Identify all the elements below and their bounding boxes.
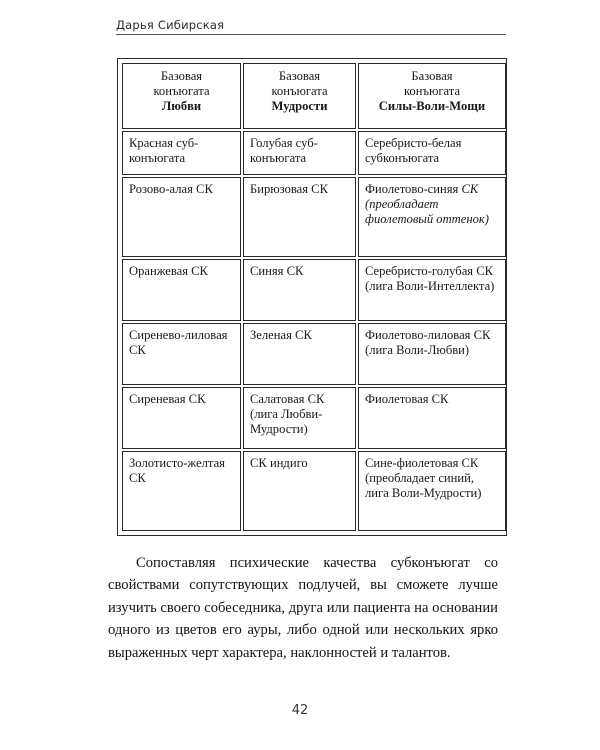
table-cell: Золотисто-желтая СК (122, 451, 241, 531)
table-cell: Сиреневая СК (122, 387, 241, 449)
table-row: Розово-алая СК Бирюзовая СК Фиолетово-си… (122, 177, 506, 257)
cell-text: Бирюзовая СК (250, 182, 328, 196)
cell-text: Серебристо-белая субконъюгата (365, 136, 462, 166)
header-line-1: Базовая (160, 69, 203, 83)
cell-text: Фиолетово-синяя (365, 182, 462, 196)
table-cell: Голубая суб-конъюгата (243, 131, 356, 175)
cell-text-italic: СК (преобладает фиолетовый оттенок) (365, 182, 489, 227)
table-cell: Серебристо-белая субконъюгата (358, 131, 506, 175)
header-line-2: конъюгата (271, 84, 328, 99)
table-cell: СК индиго (243, 451, 356, 531)
table-header-cell-wisdom: Базовая конъюгата Мудрости (243, 63, 356, 129)
table-row: Золотисто-желтая СК СК индиго Сине-фиоле… (122, 451, 506, 531)
header-line-1: Базовая (278, 69, 321, 83)
cell-text: Салатовая СК (лига Любви-Мудрости) (250, 392, 325, 437)
cell-text: Фиолетово-лиловая СК (лига Воли-Любви) (365, 328, 491, 358)
table-header-cell-love: Базовая конъюгата Любви (122, 63, 241, 129)
cell-text: Сиреневая СК (129, 392, 206, 406)
table-cell: Красная суб-конъюгата (122, 131, 241, 175)
table-row: Оранжевая СК Синяя СК Серебристо-голубая… (122, 259, 506, 321)
cell-text: Розово-алая СК (129, 182, 213, 196)
cell-text: Фиолетовая СК (365, 392, 449, 406)
table-cell: Сиренево-лиловая СК (122, 323, 241, 385)
page-number: 42 (291, 703, 309, 718)
cell-text: Оранжевая СК (129, 264, 208, 278)
table-cell: Серебристо-голубая СК (лига Воли-Интелле… (358, 259, 506, 321)
subconjugate-table: Базовая конъюгата Любви Базовая конъюгат… (120, 61, 508, 533)
table-header-row: Базовая конъюгата Любви Базовая конъюгат… (122, 63, 506, 129)
header-line-3: Мудрости (271, 99, 328, 114)
table-cell: Фиолетово-лиловая СК (лига Воли-Любви) (358, 323, 506, 385)
subconjugate-table-frame: Базовая конъюгата Любви Базовая конъюгат… (117, 58, 507, 536)
header-line-1: Базовая (411, 69, 453, 83)
table-cell: Синяя СК (243, 259, 356, 321)
table-cell: Зеленая СК (243, 323, 356, 385)
header-line-2: конъюгата (153, 84, 210, 99)
table-row: Сиреневая СК Салатовая СК (лига Любви-Му… (122, 387, 506, 449)
running-head-rule (116, 34, 506, 35)
table-row: Красная суб-конъюгата Голубая суб-конъюг… (122, 131, 506, 175)
table-cell: Оранжевая СК (122, 259, 241, 321)
cell-text: Сине-фиолетовая СК (преобладает синий, л… (365, 456, 482, 501)
running-head-author: Дарья Сибирская (116, 18, 225, 32)
header-line-2: конъюгата (403, 84, 461, 99)
table-cell: Сине-фиолетовая СК (преобладает синий, л… (358, 451, 506, 531)
table-cell: Фиолетовая СК (358, 387, 506, 449)
table-cell: Бирюзовая СК (243, 177, 356, 257)
cell-text: Золотисто-желтая СК (129, 456, 225, 486)
table-cell: Салатовая СК (лига Любви-Мудрости) (243, 387, 356, 449)
header-line-3: Любви (161, 99, 202, 114)
table-cell: Фиолетово-синяя СК (преобладает фиолетов… (358, 177, 506, 257)
cell-text: СК индиго (250, 456, 308, 470)
body-paragraph: Сопоставляя психические качества субконъ… (108, 554, 498, 661)
table-row: Сиренево-лиловая СК Зеленая СК Фиолетово… (122, 323, 506, 385)
header-line-3: Силы-Воли-Мощи (378, 99, 486, 114)
cell-text: Серебристо-голубая СК (лига Воли-Интелле… (365, 264, 495, 294)
running-head: Дарья Сибирская (116, 18, 506, 35)
cell-text: Сиренево-лиловая СК (129, 328, 228, 358)
cell-text: Голубая суб-конъюгата (250, 136, 318, 166)
table-cell: Розово-алая СК (122, 177, 241, 257)
cell-text: Красная суб-конъюгата (129, 136, 199, 166)
cell-text: Зеленая СК (250, 328, 312, 342)
cell-text: Синяя СК (250, 264, 304, 278)
table-header-cell-power: Базовая конъюгата Силы-Воли-Мощи (358, 63, 506, 129)
